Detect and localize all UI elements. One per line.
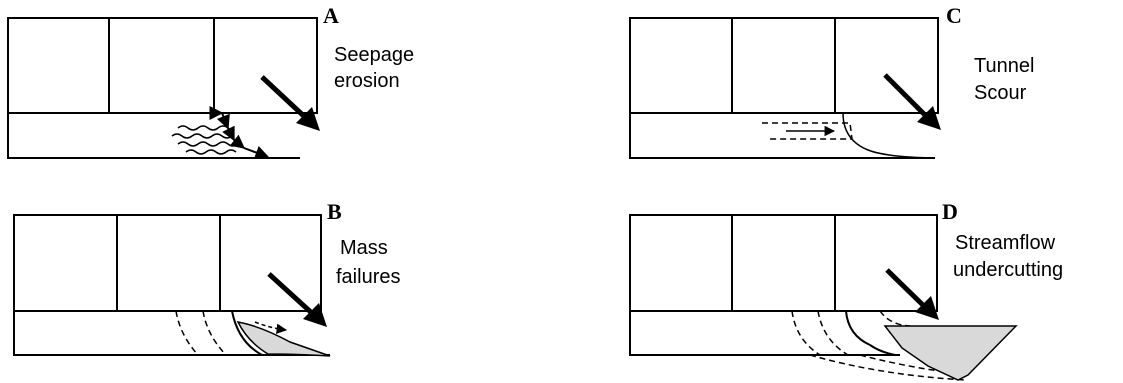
- panel-a-caption-line2: erosion: [334, 70, 400, 92]
- panel-c-caption-line1: Tunnel: [974, 55, 1034, 77]
- panel-b-blocks: [13, 214, 330, 356]
- panel-b-dashed-failure-surfaces: [175, 310, 227, 356]
- panel-c-blocks: [629, 17, 939, 159]
- panel-a-letter: A: [323, 3, 339, 28]
- panel-d-caption-line2: undercutting: [953, 259, 1063, 281]
- panel-d-force-arrow: [885, 268, 939, 320]
- panel-c: C Tunnel Scour: [629, 3, 1034, 159]
- panel-a: A Seepage erosion: [7, 3, 414, 160]
- panel-b: B Mass failures: [13, 199, 400, 357]
- panel-c-tunnel-outline: [842, 112, 936, 159]
- panel-c-letter: C: [946, 3, 962, 28]
- panel-d-stream-channel: [883, 325, 1018, 381]
- panel-a-flow-arrows: [180, 106, 270, 160]
- panel-b-slump-arrow: [254, 321, 288, 335]
- panel-d-bank-scarp: [845, 310, 896, 356]
- panel-d: D Streamflow undercutting: [629, 199, 1063, 381]
- panel-a-force-arrow: [260, 75, 320, 131]
- panel-b-letter: B: [327, 199, 342, 224]
- panel-b-caption-line1: Mass: [340, 237, 388, 259]
- panel-b-force-arrow: [267, 272, 327, 327]
- panel-c-force-arrow: [883, 73, 941, 130]
- panel-a-caption-line1: Seepage: [334, 44, 414, 66]
- panel-b-caption-line2: failures: [336, 266, 400, 288]
- panel-d-letter: D: [942, 199, 958, 224]
- panel-c-tunnel-dashed: [762, 122, 853, 140]
- panel-c-caption-line2: Scour: [974, 82, 1027, 104]
- panel-d-caption-line1: Streamflow: [955, 232, 1056, 254]
- panel-b-failure-scarp: [231, 310, 263, 356]
- panel-a-blocks: [7, 17, 318, 159]
- panel-b-slumped-mass: [236, 320, 331, 357]
